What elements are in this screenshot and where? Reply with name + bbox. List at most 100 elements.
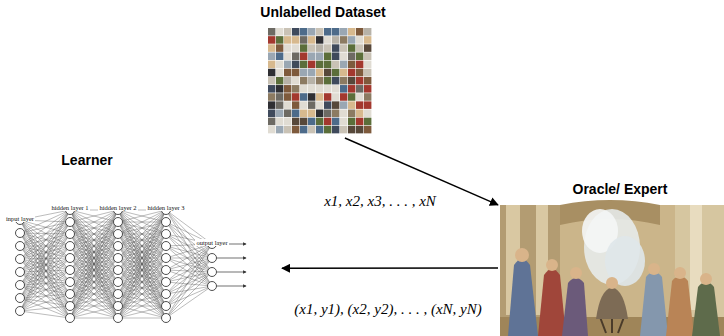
network-weight bbox=[118, 318, 166, 319]
thumbnail bbox=[300, 61, 307, 69]
thumbnail bbox=[276, 61, 283, 69]
thumbnail bbox=[268, 61, 275, 69]
thumbnail bbox=[340, 126, 347, 134]
network-weight bbox=[166, 210, 212, 286]
thumbnail bbox=[324, 93, 331, 101]
network-output-arrow bbox=[217, 272, 247, 273]
thumbnail bbox=[316, 69, 323, 77]
thumbnail bbox=[332, 69, 339, 77]
thumbnail bbox=[292, 44, 299, 52]
thumbnail bbox=[292, 101, 299, 109]
thumbnail bbox=[324, 44, 331, 52]
network-weight bbox=[166, 258, 212, 318]
network-weight bbox=[166, 244, 212, 294]
network-weight bbox=[118, 210, 166, 222]
network-weight bbox=[20, 246, 70, 259]
thumbnail bbox=[364, 69, 371, 77]
network-neuron bbox=[208, 254, 217, 263]
network-weight bbox=[20, 222, 70, 285]
thumbnail bbox=[284, 126, 291, 134]
network-weight bbox=[20, 270, 70, 298]
flow-arrow bbox=[282, 267, 498, 269]
painting-figure bbox=[508, 259, 538, 336]
thumbnail bbox=[308, 101, 315, 109]
thumbnail bbox=[284, 101, 291, 109]
layer-label: hidden layer 2 bbox=[98, 204, 137, 211]
painting-ground bbox=[500, 205, 724, 336]
network-neuron bbox=[162, 266, 171, 275]
thumbnail bbox=[276, 44, 283, 52]
thumbnail bbox=[284, 93, 291, 101]
thumbnail bbox=[268, 101, 275, 109]
thumbnail bbox=[332, 118, 339, 126]
thumbnail bbox=[324, 28, 331, 36]
network-weight bbox=[118, 270, 166, 318]
thumbnail bbox=[316, 36, 323, 44]
thumbnail bbox=[308, 85, 315, 93]
layer-label: hidden layer 1 bbox=[50, 204, 89, 211]
thumbnail bbox=[332, 101, 339, 109]
thumbnail bbox=[324, 77, 331, 85]
edge-label: x1, x2, x3, . . . , xN bbox=[322, 192, 438, 210]
thumbnail bbox=[316, 101, 323, 109]
network-weight bbox=[20, 234, 70, 246]
network-weight bbox=[118, 210, 166, 306]
thumbnail bbox=[284, 61, 291, 69]
thumbnail bbox=[348, 36, 355, 44]
painting-head bbox=[674, 267, 686, 279]
thumbnail bbox=[356, 110, 363, 118]
thumbnail bbox=[308, 93, 315, 101]
network-weight bbox=[20, 246, 70, 298]
thumbnail bbox=[292, 126, 299, 134]
thumbnail bbox=[356, 28, 363, 36]
thumbnail bbox=[300, 77, 307, 85]
thumbnail bbox=[284, 85, 291, 93]
layer-label: output layer bbox=[195, 239, 228, 246]
network-weight bbox=[20, 210, 70, 298]
network-weight bbox=[166, 270, 212, 286]
thumbnail bbox=[276, 118, 283, 126]
thumbnail bbox=[332, 61, 339, 69]
thumbnail bbox=[324, 52, 331, 60]
thumbnail bbox=[340, 85, 347, 93]
painting-tripod bbox=[600, 317, 624, 333]
thumbnail bbox=[364, 110, 371, 118]
network-weight bbox=[70, 210, 118, 318]
thumbnail bbox=[364, 101, 371, 109]
network-weight bbox=[166, 258, 212, 294]
thumbnail bbox=[276, 85, 283, 93]
thumbnail bbox=[356, 52, 363, 60]
network-neuron bbox=[16, 294, 25, 303]
network-neuron bbox=[114, 242, 123, 251]
painting-figure bbox=[640, 272, 668, 336]
thumbnail bbox=[308, 77, 315, 85]
network-neuron bbox=[16, 242, 25, 251]
painting-head bbox=[515, 248, 529, 262]
thumbnail bbox=[268, 110, 275, 118]
network-weight bbox=[118, 222, 166, 318]
network-weight bbox=[118, 282, 166, 318]
thumbnail bbox=[324, 101, 331, 109]
thumbnail bbox=[308, 52, 315, 60]
network-weight bbox=[118, 246, 166, 318]
network-weight bbox=[70, 210, 118, 270]
network-weight bbox=[20, 258, 70, 311]
thumbnail bbox=[292, 52, 299, 60]
network-neuron bbox=[66, 278, 75, 287]
thumbnail bbox=[324, 61, 331, 69]
network-neuron bbox=[162, 242, 171, 251]
network-weight bbox=[70, 210, 118, 234]
thumbnail bbox=[276, 52, 283, 60]
network-weight bbox=[70, 282, 118, 318]
thumbnail bbox=[348, 101, 355, 109]
network-neuron bbox=[66, 290, 75, 299]
network-weight bbox=[166, 270, 212, 272]
network-weight bbox=[20, 311, 70, 318]
thumbnail bbox=[316, 28, 323, 36]
network-weight bbox=[70, 210, 118, 246]
network-weight bbox=[70, 318, 118, 319]
thumbnail bbox=[308, 110, 315, 118]
thumbnail bbox=[364, 36, 371, 44]
thumbnail bbox=[316, 118, 323, 126]
network-weight bbox=[166, 244, 212, 318]
